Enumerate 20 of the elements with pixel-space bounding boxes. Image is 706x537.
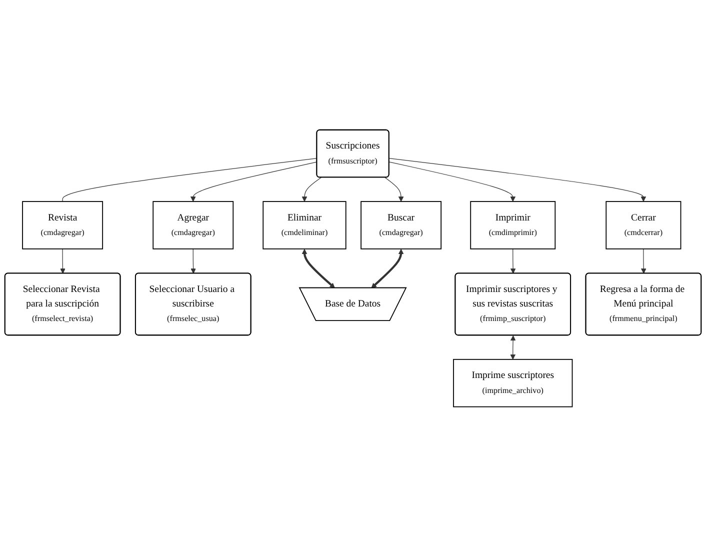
connector xyxy=(62,158,318,202)
node-box: Buscar (cmdagregar) xyxy=(360,201,442,250)
node-box: Imprime suscriptores (imprime_archivo) xyxy=(453,359,573,408)
node-box: Imprimir (cmdimprimir) xyxy=(470,201,556,250)
arrow xyxy=(190,162,318,202)
arrow xyxy=(302,249,335,288)
arrow xyxy=(384,177,404,202)
node-box: Agregar (cmdagregar) xyxy=(152,201,234,250)
node-box: Cerrar (cmdcerrar) xyxy=(606,201,682,250)
arrow xyxy=(510,248,516,274)
arrow xyxy=(60,248,66,274)
arrow xyxy=(190,248,196,274)
node-box: Eliminar (cmdeliminar) xyxy=(262,201,346,250)
arrow xyxy=(388,158,646,202)
arrow xyxy=(371,249,404,288)
arrow xyxy=(640,248,646,274)
arrow xyxy=(302,177,322,202)
arrow xyxy=(388,162,516,202)
node-box: Revista (cmdagregar) xyxy=(22,201,104,250)
arrow xyxy=(510,336,516,360)
